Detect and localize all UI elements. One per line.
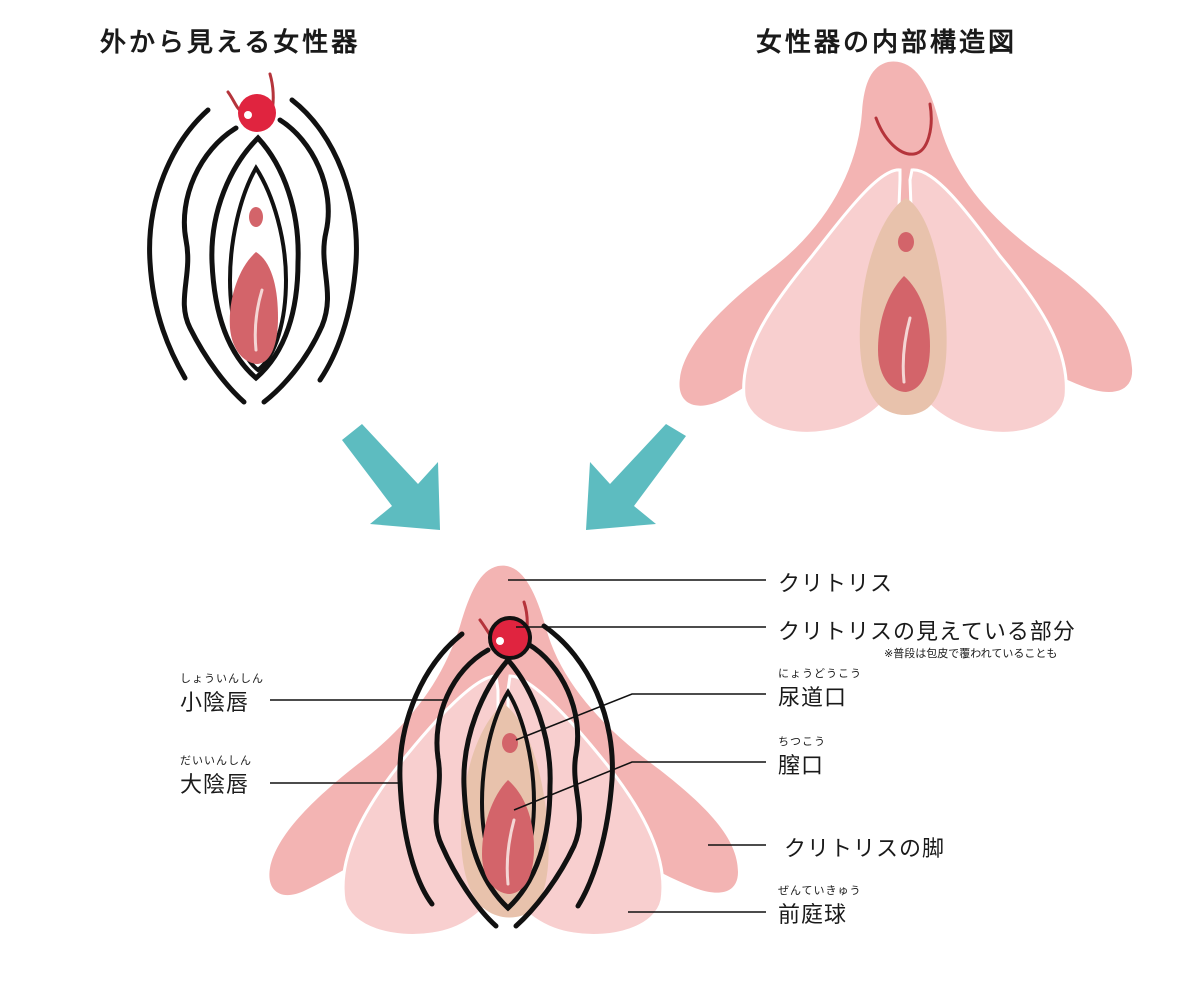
comb-labia-minora (461, 656, 553, 912)
ext-fold-right (261, 117, 331, 405)
label-urethral-opening: 尿道口 (778, 686, 848, 711)
ext-vaginal-opening (229, 252, 278, 364)
comb-urethral-opening (502, 733, 518, 753)
ext-labia-majora-right (289, 97, 359, 383)
external-view (147, 72, 359, 405)
ruby-labia-majora: だいいんしん (180, 754, 252, 767)
label-labia-minora: 小陰唇 (180, 691, 250, 716)
comb-labia-majora-right (541, 623, 615, 909)
label-clitoris: クリトリス (778, 572, 894, 597)
combined-view (269, 565, 738, 937)
title-internal: 女性器の内部構造図 (756, 28, 1018, 58)
comb-vaginal-highlight (505, 818, 516, 886)
label-labia-majora: 大陰唇 (180, 773, 250, 798)
ext-clitoris-glans (238, 94, 276, 132)
label-vaginal-opening: 膣口 (778, 754, 825, 779)
int-bulb-right (908, 168, 1068, 435)
arrow-right-icon (586, 424, 686, 530)
int-bulb-left (742, 168, 902, 435)
ext-vaginal-highlight (253, 288, 264, 352)
label-hood-note: ※普段は包皮で覆われていることも (884, 647, 1058, 660)
comb-bulb-left (341, 674, 500, 937)
ext-labia-minora (209, 134, 301, 382)
int-urethral-opening (898, 232, 914, 252)
comb-glans-highlight (496, 637, 504, 645)
ext-labia-majora-left (147, 107, 211, 381)
comb-clitoris-glans (488, 616, 532, 660)
ext-urethral-opening (249, 207, 263, 227)
ruby-bulb: ぜんていきゅう (778, 884, 862, 897)
arrows (342, 424, 686, 530)
int-vaginal-opening (878, 276, 930, 392)
int-vaginal-highlight (901, 316, 912, 384)
ruby-labia-minora: しょういんしん (180, 672, 264, 685)
int-vessel (874, 102, 933, 156)
ruby-vaginal: ちつこう (778, 735, 826, 748)
ruby-urethral: にょうどうこう (778, 667, 862, 680)
comb-fold-left (433, 647, 499, 929)
internal-view (679, 61, 1133, 435)
ext-fold-left (181, 125, 247, 405)
label-visible-part: クリトリスの見えている部分 (778, 620, 1076, 645)
comb-labia-majora-left (397, 631, 465, 907)
leader-lines (270, 579, 766, 913)
label-clitoral-crura: クリトリスの脚 (784, 837, 946, 862)
leader-vaginal (513, 761, 766, 811)
title-external: 外から見える女性器 (100, 28, 361, 58)
leader-urethral (515, 693, 766, 741)
arrow-left-icon (342, 424, 440, 530)
comb-fold-right (513, 641, 582, 929)
comb-vaginal-opening (482, 780, 534, 894)
ext-vestibule-outline (227, 164, 289, 373)
label-vestibular-bulb: 前庭球 (778, 903, 848, 928)
ext-glans-highlight (244, 111, 252, 119)
